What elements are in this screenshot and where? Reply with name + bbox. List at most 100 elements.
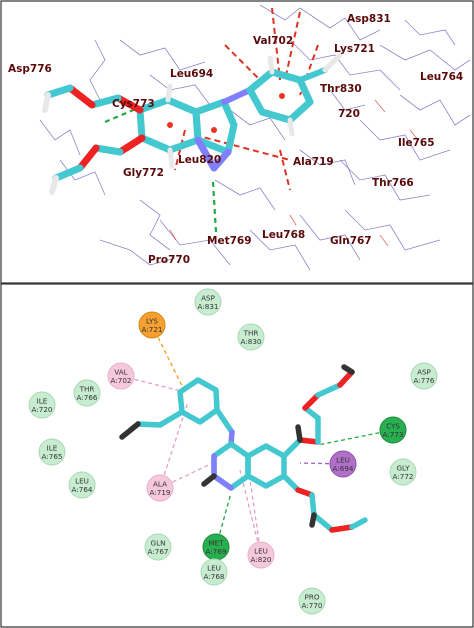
residue-disk	[410, 362, 438, 390]
aromatic-ring-markers	[190, 392, 275, 475]
label-ala719: Ala719	[293, 156, 334, 168]
residue-name: LEU	[254, 547, 268, 556]
ligand-centroids	[167, 93, 285, 133]
residue-number: A:720	[32, 405, 53, 414]
residue-disk	[329, 450, 357, 478]
label-asp831: Asp831	[347, 13, 391, 25]
label-leu764: Leu764	[420, 71, 463, 83]
label-thr830: Thr830	[320, 83, 362, 95]
residue-disk	[379, 416, 407, 444]
residue-number: A:767	[148, 547, 169, 556]
residue-disk	[389, 458, 417, 486]
residue-name: PRO	[305, 593, 320, 602]
label-gly772: Gly772	[123, 167, 164, 179]
residue-number: A:831	[198, 302, 219, 311]
label-ile765: Ile765	[398, 137, 435, 149]
residue-number: A:776	[414, 376, 435, 385]
residue-disk	[237, 323, 265, 351]
residue-number: A:766	[77, 393, 98, 402]
label-met769: Met769	[207, 235, 252, 247]
residue-number: A:773	[383, 430, 404, 439]
label-pro770: Pro770	[148, 254, 190, 266]
residue-disk	[194, 288, 222, 316]
ligand-2d-structure	[119, 364, 368, 533]
residue-disk	[200, 558, 228, 586]
protein-wireframe	[39, 4, 471, 271]
residue-number: A:694	[333, 464, 354, 473]
label-thr766: Thr766	[372, 177, 414, 189]
residue-name: MET	[208, 539, 224, 548]
label-leu768: Leu768	[262, 229, 305, 241]
residue-disk	[144, 533, 172, 561]
residue-name: LEU	[207, 564, 221, 573]
residue-disk	[247, 541, 275, 569]
label-asp776: Asp776	[8, 63, 52, 75]
label-val702: Val702	[253, 35, 293, 47]
bottom-panel-border	[0, 283, 474, 628]
residue-disk	[146, 474, 174, 502]
label-gln767: Gln767	[330, 235, 372, 247]
residue-number: A:770	[302, 601, 323, 610]
residue-number: A:820	[251, 555, 272, 564]
residue-number: A:702	[111, 376, 132, 385]
residue-name: CYS	[386, 422, 400, 431]
residue-disk	[38, 438, 66, 466]
hbond-dashes-3d	[104, 106, 218, 233]
protein-oxygen-bonds	[169, 99, 419, 247]
residue-disk	[298, 587, 326, 615]
top-panel-border	[0, 0, 474, 284]
residue-disk	[73, 379, 101, 407]
residue-disk	[28, 391, 56, 419]
residue-number: A:721	[142, 325, 163, 334]
label-720: 720	[338, 108, 360, 120]
residue-disk	[138, 311, 166, 339]
label-cys773: Cys773	[112, 98, 155, 110]
residue-name: LEU	[336, 456, 350, 465]
top-panel-3d-pose: Asp831 Val702 Lys721 Asp776 Leu694 Leu76…	[0, 0, 474, 284]
residue-number: A:830	[241, 337, 262, 346]
residue-number: A:764	[72, 485, 93, 494]
residue-name: LEU	[75, 477, 89, 486]
residue-name: ILE	[47, 444, 58, 453]
residue-name: ALA	[153, 480, 167, 489]
residue-number: A:769	[206, 547, 227, 556]
residue-name: THR	[243, 329, 259, 338]
residue-name: ASP	[201, 294, 215, 303]
residue-name: GLY	[396, 464, 410, 473]
residue-disk	[68, 471, 96, 499]
residue-name: GLN	[151, 539, 166, 548]
label-leu694: Leu694	[170, 68, 213, 80]
residue-number: A:768	[204, 572, 225, 581]
residue-name: LYS	[146, 317, 158, 326]
residue-name: ASP	[417, 368, 431, 377]
residue-name: THR	[79, 385, 95, 394]
residue-name: ILE	[37, 397, 48, 406]
label-leu820: Leu820	[178, 154, 221, 166]
residue-number: A:765	[42, 452, 63, 461]
residue-name: VAL	[114, 368, 127, 377]
residue-number: A:772	[393, 472, 414, 481]
ligand-3d-model	[42, 52, 343, 195]
